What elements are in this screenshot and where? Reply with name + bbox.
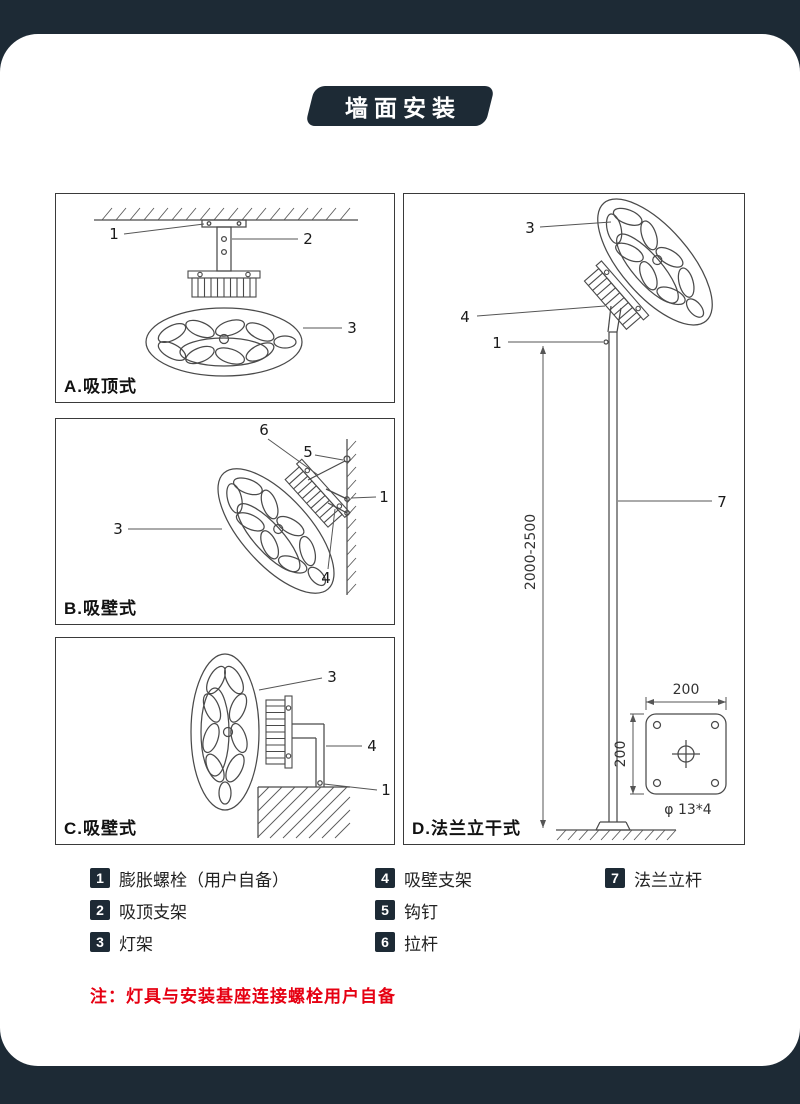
leader-lines (476, 221, 712, 502)
label-expansion-bolt: 1 (379, 488, 389, 506)
content-card: 墙面安装 1 2 3 A. (0, 34, 800, 1066)
leader-lines (123, 223, 342, 329)
label-wall-bracket: 4 (460, 308, 470, 326)
panel-wall-mount-1: 6 5 1 3 4 B.吸壁式 (55, 418, 395, 625)
panel-flange-pole-mount: 2000-2500 200 (403, 193, 745, 845)
wall-mount-drawing (197, 439, 357, 613)
wall-mount-side-drawing (190, 653, 351, 839)
legend-label: 拉杆 (404, 934, 438, 954)
legend-label: 膨胀螺栓（用户自备） (119, 870, 289, 890)
flange-holes-value: φ 13*4 (664, 802, 712, 818)
label-wall-bracket: 4 (367, 737, 377, 755)
flange-width-value: 200 (673, 682, 700, 698)
height-dimension: 2000-2500 (523, 346, 546, 828)
panel-a-caption: A.吸顶式 (64, 377, 137, 396)
panel-b-caption: B.吸壁式 (64, 599, 137, 618)
legend-label: 吸顶支架 (119, 902, 187, 922)
label-lamp-frame: 3 (347, 319, 357, 337)
legend-label: 灯架 (119, 934, 153, 954)
pole-height-value: 2000-2500 (523, 514, 539, 590)
label-expansion-bolt: 1 (492, 334, 502, 352)
legend-item-hook-nail: 5 钩钉 (375, 899, 438, 922)
ceiling-mount-drawing (94, 207, 358, 377)
legend-number-badge: 3 (90, 932, 110, 952)
panel-c-caption: C.吸壁式 (64, 819, 137, 838)
flange-plate-detail (645, 713, 727, 795)
label-flange-pole: 7 (717, 493, 727, 511)
label-lamp-frame: 3 (525, 219, 535, 237)
legend-item-expansion-bolt: 1 膨胀螺栓（用户自备） (90, 867, 289, 890)
diagram-ceiling-mount: 1 2 3 (94, 207, 358, 377)
legend-number-badge: 4 (375, 868, 395, 888)
legend-item-wall-bracket: 4 吸壁支架 (375, 867, 472, 890)
legend-item-tie-rod: 6 拉杆 (375, 931, 438, 954)
label-expansion-bolt: 1 (109, 225, 119, 243)
pole-drawing (556, 194, 733, 841)
legend-label: 钩钉 (404, 902, 438, 922)
label-wall-bracket: 4 (321, 569, 331, 587)
page-title-badge: 墙面安装 (305, 86, 495, 126)
diagram-flange-pole: 2000-2500 200 (460, 194, 733, 841)
page-title: 墙面安装 (345, 95, 461, 121)
leader-lines (128, 438, 377, 570)
leader-lines (258, 677, 378, 791)
legend-number-badge: 1 (90, 868, 110, 888)
panel-wall-mount-2: 3 4 1 C.吸壁式 (55, 637, 395, 845)
label-hook-nail: 5 (303, 443, 313, 461)
label-tie-rod: 6 (259, 421, 269, 439)
legend-label: 法兰立杆 (634, 870, 702, 890)
panel-ceiling-mount: 1 2 3 A.吸顶式 (55, 193, 395, 403)
flange-height-value: 200 (613, 741, 629, 768)
label-lamp-frame: 3 (327, 668, 337, 686)
diagram-wall-mount-2: 3 4 1 (190, 653, 391, 839)
diagram-wall-mount-1: 6 5 1 3 4 (113, 421, 389, 613)
label-lamp-frame: 3 (113, 520, 123, 538)
legend-label: 吸壁支架 (404, 870, 472, 890)
label-expansion-bolt: 1 (381, 781, 391, 799)
legend-number-badge: 6 (375, 932, 395, 952)
legend-item-flange-pole: 7 法兰立杆 (605, 867, 702, 890)
legend-item-ceiling-bracket: 2 吸顶支架 (90, 899, 187, 922)
user-note: 注：灯具与安装基座连接螺栓用户自备 (90, 987, 396, 1006)
legend-number-badge: 5 (375, 900, 395, 920)
flange-dimensions: 200 200 φ 13*4 (613, 682, 727, 818)
label-ceiling-bracket: 2 (303, 230, 313, 248)
legend-number-badge: 7 (605, 868, 625, 888)
legend-number-badge: 2 (90, 900, 110, 920)
legend-item-lamp-frame: 3 灯架 (90, 931, 153, 954)
panel-d-caption: D.法兰立干式 (412, 819, 521, 838)
